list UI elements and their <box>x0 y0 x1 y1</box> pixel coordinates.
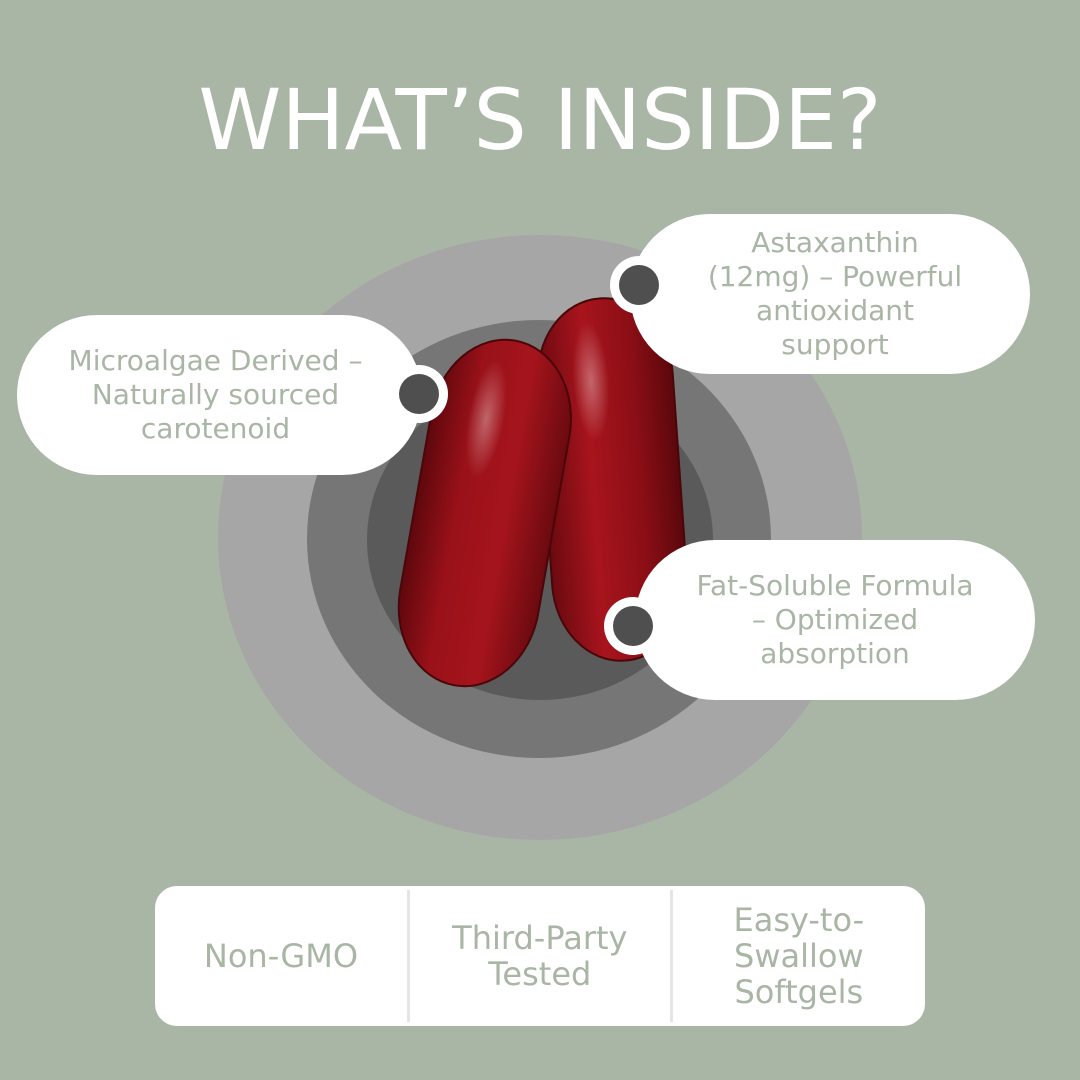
feature-easy-swallow: Easy-to- Swallow Softgels <box>673 886 925 1026</box>
marker-dot-left <box>390 365 448 423</box>
callout-microalgae-line1: Microalgae Derived – <box>68 344 363 377</box>
callout-microalgae-line3: carotenoid <box>140 412 291 445</box>
feature-divider <box>669 890 673 1022</box>
callout-astaxanthin-line3: antioxidant <box>756 294 914 327</box>
feature-easy-swallow-line2: Swallow <box>734 937 864 975</box>
callout-astaxanthin-line4: support <box>781 328 889 361</box>
feature-third-party-line1: Third-Party <box>452 919 628 957</box>
page-title: WHAT’S INSIDE? <box>198 71 882 169</box>
feature-non-gmo-label: Non-GMO <box>203 937 359 975</box>
marker-dot-right-bottom <box>604 597 662 655</box>
callout-astaxanthin-line1: Astaxanthin <box>751 226 919 259</box>
callout-fat-soluble-line1: Fat-Soluble Formula <box>696 569 974 602</box>
callout-microalgae-line2: Naturally sourced <box>91 378 340 411</box>
callout-fat-soluble: Fat-Soluble Formula – Optimized absorpti… <box>635 540 1035 700</box>
callout-fat-soluble-line3: absorption <box>760 637 910 670</box>
feature-non-gmo: Non-GMO <box>155 886 407 1026</box>
features-bar: Non-GMO Third-Party Tested Easy-to- Swal… <box>155 886 925 1026</box>
feature-third-party-line2: Tested <box>488 955 592 993</box>
capsule-front <box>397 338 572 688</box>
callout-microalgae: Microalgae Derived – Naturally sourced c… <box>17 315 422 475</box>
callout-astaxanthin-line2: (12mg) – Powerful <box>707 260 963 293</box>
feature-divider <box>406 890 410 1022</box>
callout-astaxanthin: Astaxanthin (12mg) – Powerful antioxidan… <box>630 214 1030 374</box>
feature-third-party-tested: Third-Party Tested <box>410 886 670 1026</box>
marker-dot-right-top <box>610 256 668 314</box>
feature-easy-swallow-line1: Easy-to- <box>733 901 865 939</box>
feature-easy-swallow-line3: Softgels <box>734 973 864 1011</box>
callout-fat-soluble-line2: – Optimized <box>751 603 919 636</box>
